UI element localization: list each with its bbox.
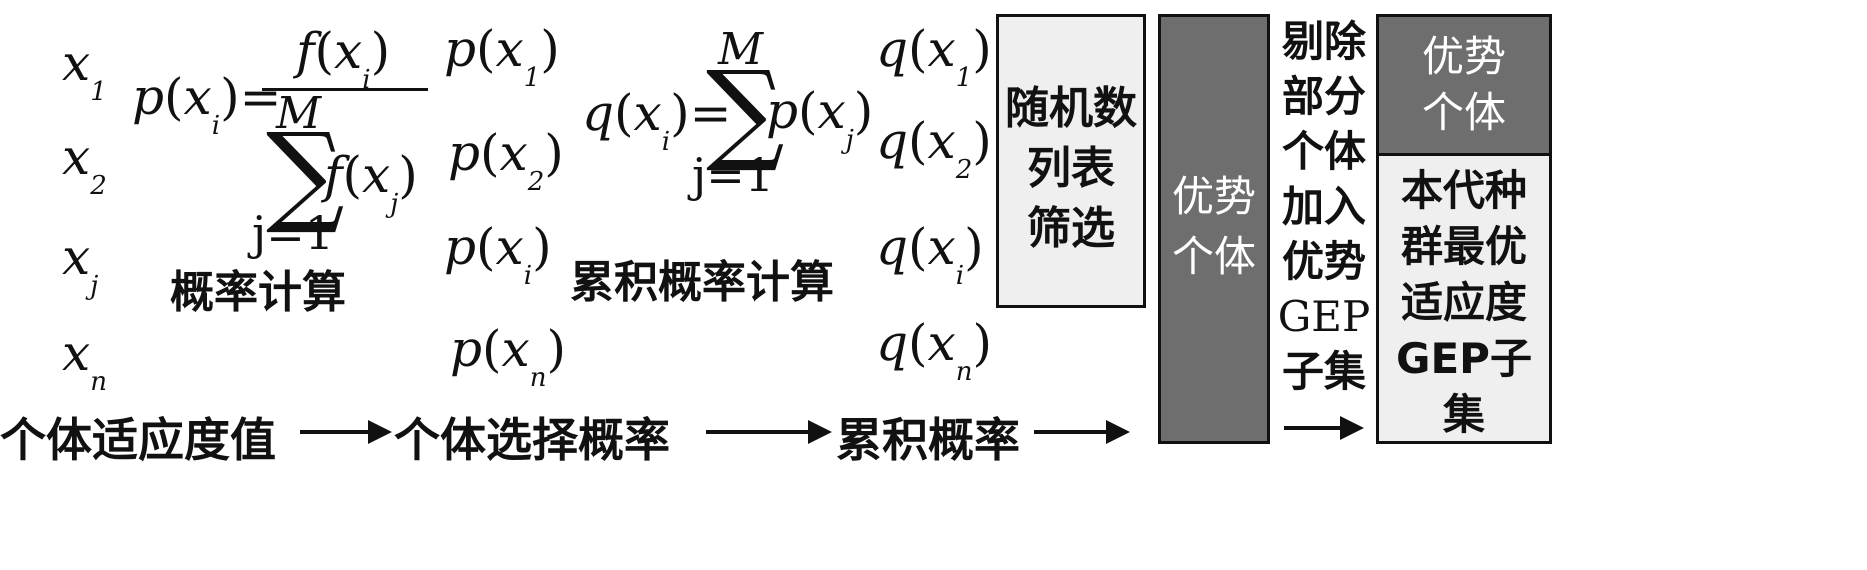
final-body-line-1: 本代种 <box>1400 166 1527 215</box>
p-label-2: p(x2) <box>448 124 564 197</box>
final-header: 优势 个体 <box>1379 17 1549 156</box>
q-label-i: q(xi) <box>876 218 984 291</box>
remove-add-text: 剔除 部分 个体 加入 优势 GEP 子集 <box>1276 14 1372 399</box>
dominant-line-2: 个体 <box>1171 232 1256 281</box>
arrow-remove-to-final <box>1284 416 1364 440</box>
formula-q-caption: 累积概率计算 <box>570 257 834 308</box>
remove-line-3: 个体 <box>1281 127 1366 176</box>
final-subset-box: 优势 个体 本代种 群最优 适应度 GEP子 集 <box>1376 14 1552 444</box>
dominant-individual-box: 优势 个体 <box>1158 14 1270 444</box>
q-label-1: q(x1) <box>876 20 992 93</box>
remove-line-5: 优势 <box>1281 237 1366 286</box>
final-body-line-5: 集 <box>1442 390 1485 439</box>
formula-p-numerator: f(xi) <box>296 22 391 95</box>
x-label-j: xj <box>62 228 99 301</box>
final-body-line-2: 群最优 <box>1400 222 1527 271</box>
final-header-line-1: 优势 <box>1421 32 1506 81</box>
formula-q-term: p(xj) <box>766 82 874 155</box>
x-label-n: xn <box>62 324 107 397</box>
remove-line-7: 子集 <box>1281 347 1366 396</box>
arrow-cumulative-to-next <box>1034 420 1130 444</box>
formula-p-lhs: p(xi)= <box>132 68 282 141</box>
final-body-line-4: GEP子 <box>1396 334 1532 383</box>
random-filter-line-3: 筛选 <box>1027 203 1115 254</box>
formula-q-sigma: ∑ <box>706 47 785 175</box>
formula-q-sum-upper: M <box>718 24 764 75</box>
arrow-fitness-to-selection <box>300 420 392 444</box>
formula-p-fraction-bar <box>262 88 428 91</box>
random-filter-line-2: 列表 <box>1027 143 1115 194</box>
formula-p-denominator: f(xj) <box>324 146 418 219</box>
x-label-2: x2 <box>62 128 107 201</box>
final-body: 本代种 群最优 适应度 GEP子 集 <box>1379 163 1549 443</box>
p-label-1: p(x1) <box>444 20 560 93</box>
flow-step-fitness: 个体适应度值 <box>0 413 276 467</box>
q-label-n: q(xn) <box>876 314 992 387</box>
x-label-1: x1 <box>62 34 107 107</box>
remove-line-1: 剔除 <box>1281 17 1366 66</box>
random-filter-line-1: 随机数 <box>1005 83 1137 134</box>
formula-p-sigma: ∑ <box>266 109 345 237</box>
remove-line-4: 加入 <box>1281 182 1366 231</box>
formula-p-sum-upper: M <box>276 88 322 139</box>
random-filter-box: 随机数 列表 筛选 <box>996 14 1146 308</box>
flow-step-selection-probability: 个体选择概率 <box>394 413 670 467</box>
arrow-selection-to-cumulative <box>706 420 832 444</box>
formula-q-sum-lower: j=1 <box>692 148 775 202</box>
flow-step-cumulative-probability: 累积概率 <box>836 413 1020 467</box>
formula-p-caption: 概率计算 <box>170 267 346 318</box>
p-label-n: p(xn) <box>450 320 566 393</box>
dominant-line-1: 优势 <box>1171 172 1256 221</box>
formula-q-lhs: q(xi)= <box>582 84 732 157</box>
formula-p-sum-lower: j=1 <box>252 206 335 260</box>
remove-line-2: 部分 <box>1281 72 1366 121</box>
q-label-2: q(x2) <box>876 112 992 185</box>
final-header-line-2: 个体 <box>1421 88 1506 137</box>
final-body-line-3: 适应度 <box>1400 278 1527 327</box>
remove-line-6: GEP <box>1277 292 1371 341</box>
p-label-i: p(xi) <box>444 218 552 291</box>
